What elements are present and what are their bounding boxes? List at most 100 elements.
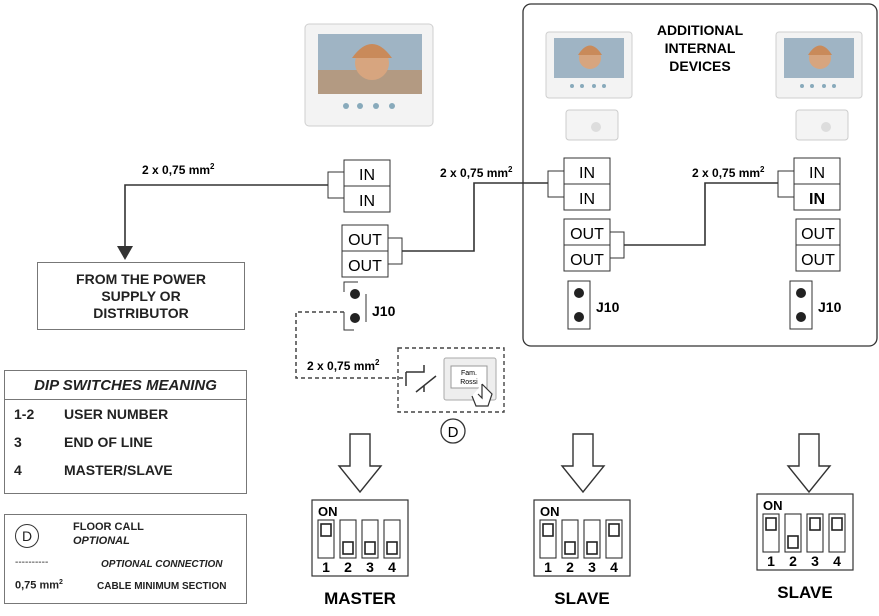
- legend-optional: OPTIONAL: [73, 535, 130, 547]
- dip-switch-number: 4: [610, 559, 618, 575]
- dip-switch-number: 4: [833, 553, 841, 569]
- additional-devices-line1: ADDITIONAL: [657, 22, 744, 38]
- legend-section-value: 0,75 mm2: [15, 579, 63, 592]
- dip-switch-lever: [320, 523, 332, 537]
- dip-switch-lever: [787, 535, 799, 549]
- legend-marker: D: [15, 524, 39, 548]
- master-j10-jumper: J10: [343, 281, 396, 331]
- legend-box: D FLOOR CALL OPTIONAL ---------- OPTIONA…: [4, 514, 247, 604]
- svg-text:OUT: OUT: [801, 252, 835, 269]
- power-source-line2: SUPPLY OR: [101, 288, 181, 304]
- dip-caption: SLAVE: [777, 583, 832, 602]
- pointing-hand-icon: [471, 383, 493, 407]
- power-source-box: FROM THE POWER SUPPLY OR DISTRIBUTOR: [37, 262, 245, 330]
- floor-wire-label: 2 x 0,75 mm2: [307, 358, 380, 373]
- optional-connection-wire: [295, 311, 405, 379]
- svg-text:IN: IN: [579, 191, 595, 208]
- slave1-out-terminal: OUT OUT: [563, 218, 625, 272]
- svg-text:Rossi: Rossi: [460, 379, 478, 386]
- floor-call-marker: [440, 418, 466, 444]
- slave2-in-terminal: IN IN: [777, 157, 841, 211]
- dip-switch-lever: [586, 541, 598, 555]
- slave1-in-terminal: IN IN: [547, 157, 611, 211]
- legend-dashes: ----------: [15, 557, 49, 568]
- svg-text:OUT: OUT: [570, 252, 604, 269]
- legend-floor-call: FLOOR CALL: [73, 521, 144, 533]
- dip-switch-lever: [342, 541, 354, 555]
- slave1-to-slave2-wire: [624, 182, 778, 246]
- slave1-j10-jumper: J10: [567, 280, 620, 330]
- svg-text:OUT: OUT: [348, 232, 382, 249]
- dip-switch-lever: [831, 517, 843, 531]
- additional-monitor-1: [545, 31, 633, 99]
- slave1-down-arrow: [560, 433, 606, 494]
- svg-text:OUT: OUT: [348, 258, 382, 275]
- svg-text:J10: J10: [372, 303, 396, 319]
- master-in-terminal: IN IN: [327, 159, 391, 213]
- additional-devices-frame: [522, 3, 878, 347]
- mid-wire-label: 2 x 0,75 mm2: [440, 165, 513, 180]
- dip-on-label: ON: [763, 498, 783, 513]
- additional-monitor-2: [775, 31, 863, 99]
- dip-on-label: ON: [540, 504, 560, 519]
- svg-text:IN: IN: [809, 165, 825, 182]
- dip-switch-lever: [809, 517, 821, 531]
- power-source-line3: DISTRIBUTOR: [93, 305, 189, 321]
- svg-text:D: D: [448, 424, 459, 441]
- master-monitor: [304, 23, 434, 127]
- power-source-line1: FROM THE POWER: [76, 271, 206, 287]
- legend-optional-connection: OPTIONAL CONNECTION: [101, 559, 223, 570]
- wires: [124, 182, 778, 252]
- slave2-out-terminal: OUT OUT: [795, 218, 841, 272]
- dip-switch-number: 2: [566, 559, 574, 575]
- svg-text:IN: IN: [359, 193, 375, 210]
- svg-text:IN: IN: [579, 165, 595, 182]
- power-arrow: [117, 246, 133, 260]
- dip-switch-lever: [386, 541, 398, 555]
- slave2-j10-jumper: J10: [789, 280, 842, 330]
- dip-switch-number: 2: [344, 559, 352, 575]
- legend-cable-min: CABLE MINIMUM SECTION: [97, 581, 227, 592]
- svg-text:OUT: OUT: [801, 226, 835, 243]
- dip-switch-number: 2: [789, 553, 797, 569]
- dip-switch-number: 3: [366, 559, 374, 575]
- svg-text:IN: IN: [809, 191, 825, 208]
- svg-text:J10: J10: [596, 299, 620, 315]
- dip-switch-lever: [608, 523, 620, 537]
- right-wire-label: 2 x 0,75 mm2: [692, 165, 765, 180]
- power-wire: [124, 184, 328, 248]
- svg-text:J10: J10: [818, 299, 842, 315]
- dip-switch-number: 3: [811, 553, 819, 569]
- slave2-down-arrow: [786, 433, 832, 494]
- dip-switch-number: 3: [588, 559, 596, 575]
- additional-devices-line3: DEVICES: [669, 58, 730, 74]
- svg-text:Fam.: Fam.: [461, 370, 477, 377]
- power-wire-label: 2 x 0,75 mm2: [142, 162, 215, 177]
- dip-switch-number: 1: [322, 559, 330, 575]
- dip-on-label: ON: [318, 504, 338, 519]
- dip-meaning-title: DIP SWITCHES MEANING: [5, 371, 246, 400]
- master-out-terminal: OUT OUT: [341, 224, 403, 278]
- svg-text:OUT: OUT: [570, 226, 604, 243]
- svg-text:IN: IN: [359, 167, 375, 184]
- dip-switch-number: 1: [767, 553, 775, 569]
- switch-symbol: [405, 365, 437, 393]
- dip-switch-lever: [765, 517, 777, 531]
- master-down-arrow: [337, 433, 383, 494]
- master-to-slave1-wire: [402, 182, 548, 252]
- dip-switch-lever: [564, 541, 576, 555]
- dip-switch-lever: [364, 541, 376, 555]
- intercom-2: [795, 109, 849, 141]
- dip-switch-number: 4: [388, 559, 396, 575]
- dip-switch-number: 1: [544, 559, 552, 575]
- dip-caption: SLAVE: [554, 589, 609, 608]
